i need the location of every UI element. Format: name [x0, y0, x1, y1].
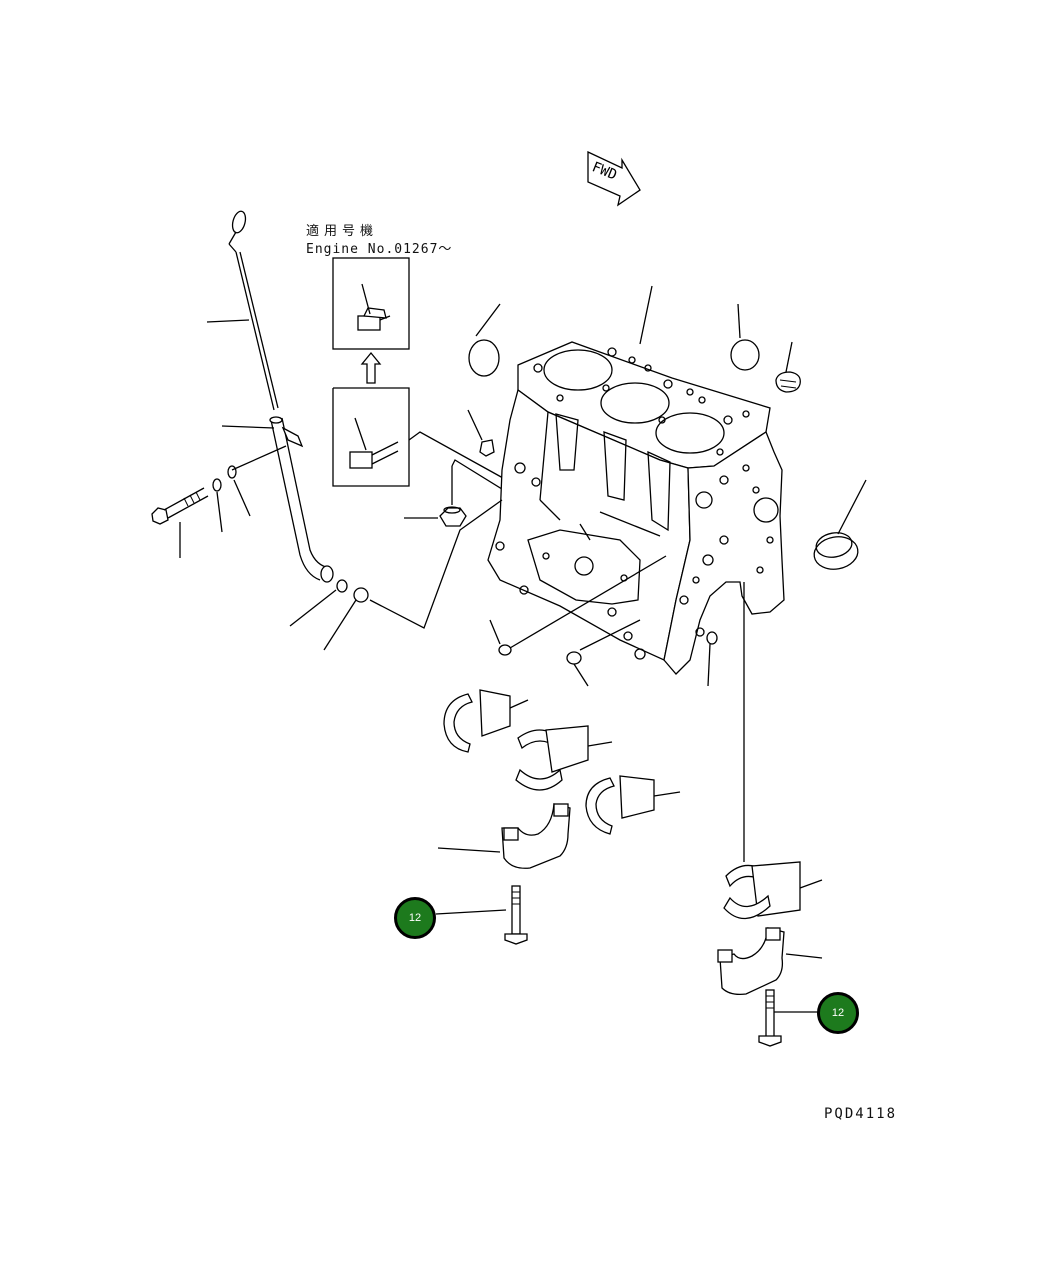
callout-12-rear-bolt[interactable]: 12	[817, 992, 859, 1034]
cylinder-block	[487, 341, 785, 675]
callout-12-main-bolt[interactable]: 12	[394, 897, 436, 939]
detail-inset-new	[332, 257, 410, 350]
cap-bolts	[504, 885, 782, 1047]
tube-fittings	[336, 579, 369, 603]
inset-leader-lines	[408, 431, 511, 505]
up-arrow-icon	[360, 351, 382, 384]
leader-lines	[179, 285, 867, 1013]
applicable-serial-note-japanese: 適用号機	[306, 224, 379, 239]
plug-nut	[439, 506, 467, 527]
drawing-code: PQD4118	[824, 1106, 898, 1122]
dipstick-guide-tube	[269, 416, 334, 583]
fwd-arrow-icon: FWD	[587, 150, 641, 207]
applicable-serial-note-engine: Engine No.01267～	[306, 242, 453, 257]
oil-dipstick	[228, 210, 279, 411]
clip-bolt	[151, 465, 237, 525]
thrust-washers	[443, 689, 681, 835]
expansion-plugs	[468, 339, 801, 393]
bearing-caps	[501, 803, 785, 996]
detail-inset-old	[332, 387, 410, 487]
small-plugs	[479, 439, 718, 665]
main-bearings	[515, 725, 801, 920]
rear-seal	[813, 532, 859, 570]
